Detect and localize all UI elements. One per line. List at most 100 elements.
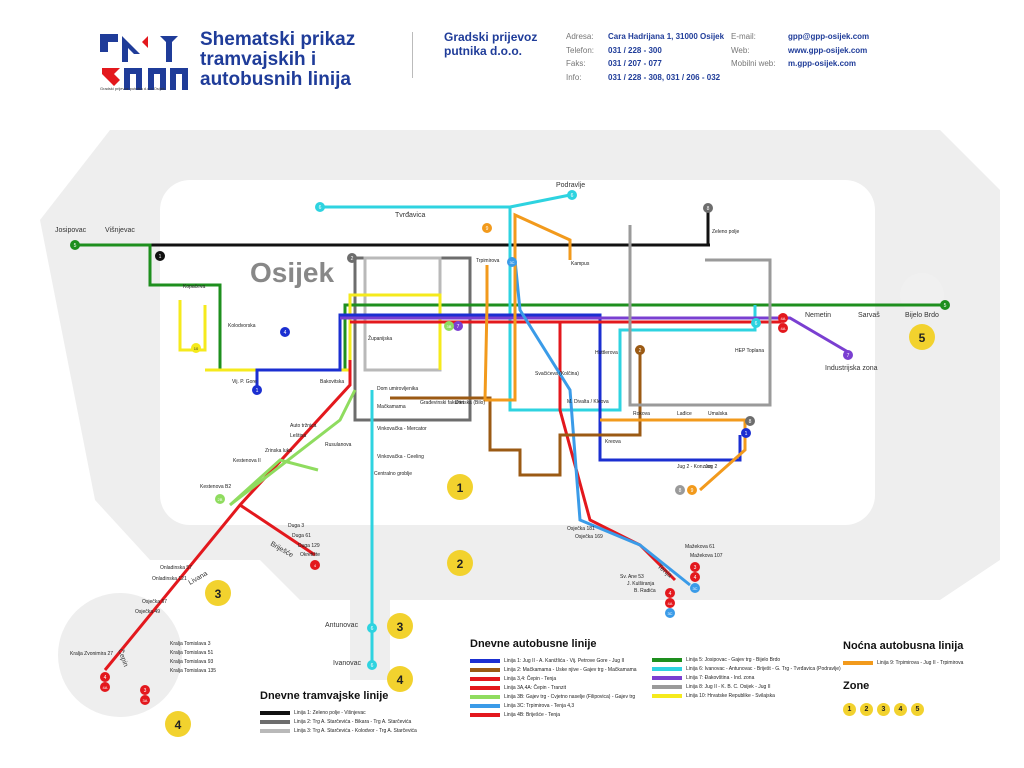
legend-label: Linija 3C: Trpimirova - Tenja 4,3 — [504, 702, 575, 709]
line-badge[interactable]: 8 — [679, 488, 682, 494]
line-badge[interactable]: 7 — [847, 353, 850, 359]
line-badge[interactable]: 6 — [571, 193, 574, 199]
legend-row: Linija 5: Josipovac - Gajev trg - Bijelo… — [652, 655, 842, 664]
legend-row: Linija 8: Jug II - K. B. C. Osijek - Jug… — [652, 682, 842, 691]
line-badge[interactable]: 3B — [447, 324, 452, 329]
stop-label: Umalska — [708, 411, 728, 417]
stop-label: Jug 2 — [705, 464, 717, 470]
line-badge[interactable]: 6 — [371, 663, 374, 669]
legend-swatch — [652, 693, 682, 698]
line-badge[interactable]: 7 — [457, 324, 460, 330]
stop-label: Kralja Tomislava 3 — [170, 641, 211, 647]
contact-key: Faks: — [566, 59, 586, 68]
stop-label: Osječka 181 — [567, 526, 595, 532]
web-key: Web: — [731, 45, 750, 55]
line-badge[interactable]: 8 — [749, 419, 752, 425]
stop-label: Kralja Zvonimira 27 — [70, 651, 113, 657]
legend-label: Linija 6: Ivanovac - Antunovac - Briješt… — [686, 665, 841, 672]
legend-label: Linija 3B: Gajev trg - Cvjetno naselje (… — [504, 693, 636, 700]
legend-row: Linija 2: Mačkamama - Uske njive - Gajev… — [470, 665, 650, 674]
legend-label: Linija 2: Mačkamama - Uske njive - Gajev… — [504, 666, 637, 673]
legend-row: Linija 3C: Trpimirova - Tenja 4,3 — [470, 701, 650, 710]
legend-row: Linija 10: Hrvatske Republike - Svilajsk… — [652, 691, 842, 700]
line-badge[interactable]: 4A — [103, 685, 108, 690]
email-link[interactable]: gpp@gpp-osijek.com — [788, 32, 870, 41]
stop-label: Svačićeva (Kolčina) — [535, 371, 579, 377]
line-badge[interactable]: 1 — [745, 431, 748, 437]
town-label: Podravlje — [556, 182, 585, 189]
transit-map: Osijek Josipovac Višnjevac Podravlje Tvr… — [40, 130, 1000, 737]
legend-label: Linija 2: Trg A. Starčevića - Bikara - T… — [294, 718, 412, 725]
line-badge[interactable]: 9 — [691, 488, 694, 494]
stop-label: Kralja Tomislava 51 — [170, 650, 213, 656]
stop-label: Kampus — [571, 261, 590, 267]
legend-swatch — [652, 666, 682, 671]
line-badge[interactable]: 2B — [218, 497, 223, 502]
line-badge[interactable]: 9 — [486, 226, 489, 232]
line-badge[interactable]: 4 — [694, 575, 697, 581]
legend-swatch — [470, 667, 500, 672]
phone-value: 031 / 228 - 300 — [608, 45, 662, 55]
legend-label: Linija 1: Zeleno polje - Višnjevac — [294, 709, 366, 716]
bus-line-7 — [340, 316, 849, 354]
stop-label: Sv. Ane 53 — [620, 574, 644, 580]
stop-label: Kestenova II — [233, 458, 261, 464]
line-badge[interactable]: 3 — [144, 688, 147, 694]
mobile-web-link[interactable]: m.gpp-osijek.com — [788, 59, 857, 68]
line-badge[interactable]: 3C — [667, 611, 672, 616]
legend-row: Linija 2: Trg A. Starčevića - Bikara - T… — [260, 717, 440, 726]
bus-line-1 — [255, 313, 742, 462]
zone-number: 1 — [457, 481, 464, 495]
legend-swatch — [470, 685, 500, 690]
line-badge[interactable]: 6 — [319, 205, 322, 211]
line-badge[interactable]: 4A — [781, 326, 786, 331]
legend-swatch — [470, 694, 500, 699]
line-badge[interactable]: 4A — [781, 316, 786, 321]
zone-number: 5 — [919, 331, 926, 345]
line-badge[interactable]: 3C — [509, 260, 514, 265]
line-badge[interactable]: 1 — [256, 388, 259, 394]
line-badge[interactable]: 10 — [194, 346, 199, 351]
line-badge[interactable]: 4 — [314, 563, 317, 568]
town-label: Josipovac — [55, 227, 87, 234]
legend-swatch — [652, 684, 682, 689]
line-badge[interactable]: 4 — [669, 591, 672, 597]
bus-line-4b — [239, 503, 316, 557]
line-badge[interactable]: 8 — [707, 206, 710, 212]
line-badge[interactable]: 4 — [284, 330, 287, 336]
line-badge[interactable]: 3A — [143, 698, 148, 703]
stop-label: Duga 129 — [298, 543, 320, 549]
line-badge[interactable]: 2 — [351, 256, 354, 262]
legend-swatch — [470, 658, 500, 663]
town-label: Sarvaš — [858, 312, 880, 319]
line-badge[interactable]: 3 — [694, 565, 697, 571]
gpp-logo — [100, 34, 188, 90]
web-key: E-mail: — [731, 32, 756, 41]
zones-legend-title: Zone — [843, 680, 870, 692]
bus-line-2 — [390, 350, 642, 477]
line-badge[interactable]: 6 — [371, 626, 374, 632]
line-badge[interactable]: 3C — [692, 586, 697, 591]
line-badge[interactable]: 5 — [74, 243, 77, 249]
stop-label: Trpimirova — [476, 258, 500, 264]
stop-label: Mažekova 61 — [685, 544, 715, 550]
zone-badge: 4 — [894, 703, 907, 716]
zone-number: 3 — [215, 587, 222, 601]
line-badge[interactable]: 5 — [944, 303, 947, 309]
stop-label: Drinska (Bilo) — [455, 400, 485, 406]
stop-label: Duga 61 — [292, 533, 311, 539]
legend-label: Linija 9: Trpimirova - Jug II - Trpimiro… — [877, 659, 964, 666]
line-badge[interactable]: 6 — [755, 321, 758, 327]
line-badge[interactable]: 2 — [639, 348, 642, 354]
stop-label: Vij. P. Gore — [232, 379, 257, 385]
bus-line-3-4-tenja — [558, 322, 677, 582]
web-link[interactable]: www.gpp-osijek.com — [788, 45, 868, 55]
bus-line-3b — [228, 389, 357, 507]
line-badge[interactable]: 4A — [668, 601, 673, 606]
zone-number: 3 — [397, 620, 404, 634]
page-title: Shematski prikaz tramvajskih i autobusni… — [200, 29, 356, 90]
line-badge[interactable]: 1 — [159, 254, 162, 260]
fax-value: 031 / 207 - 077 — [608, 59, 662, 68]
legend-swatch — [652, 657, 682, 662]
line-badge[interactable]: 4 — [104, 675, 107, 681]
